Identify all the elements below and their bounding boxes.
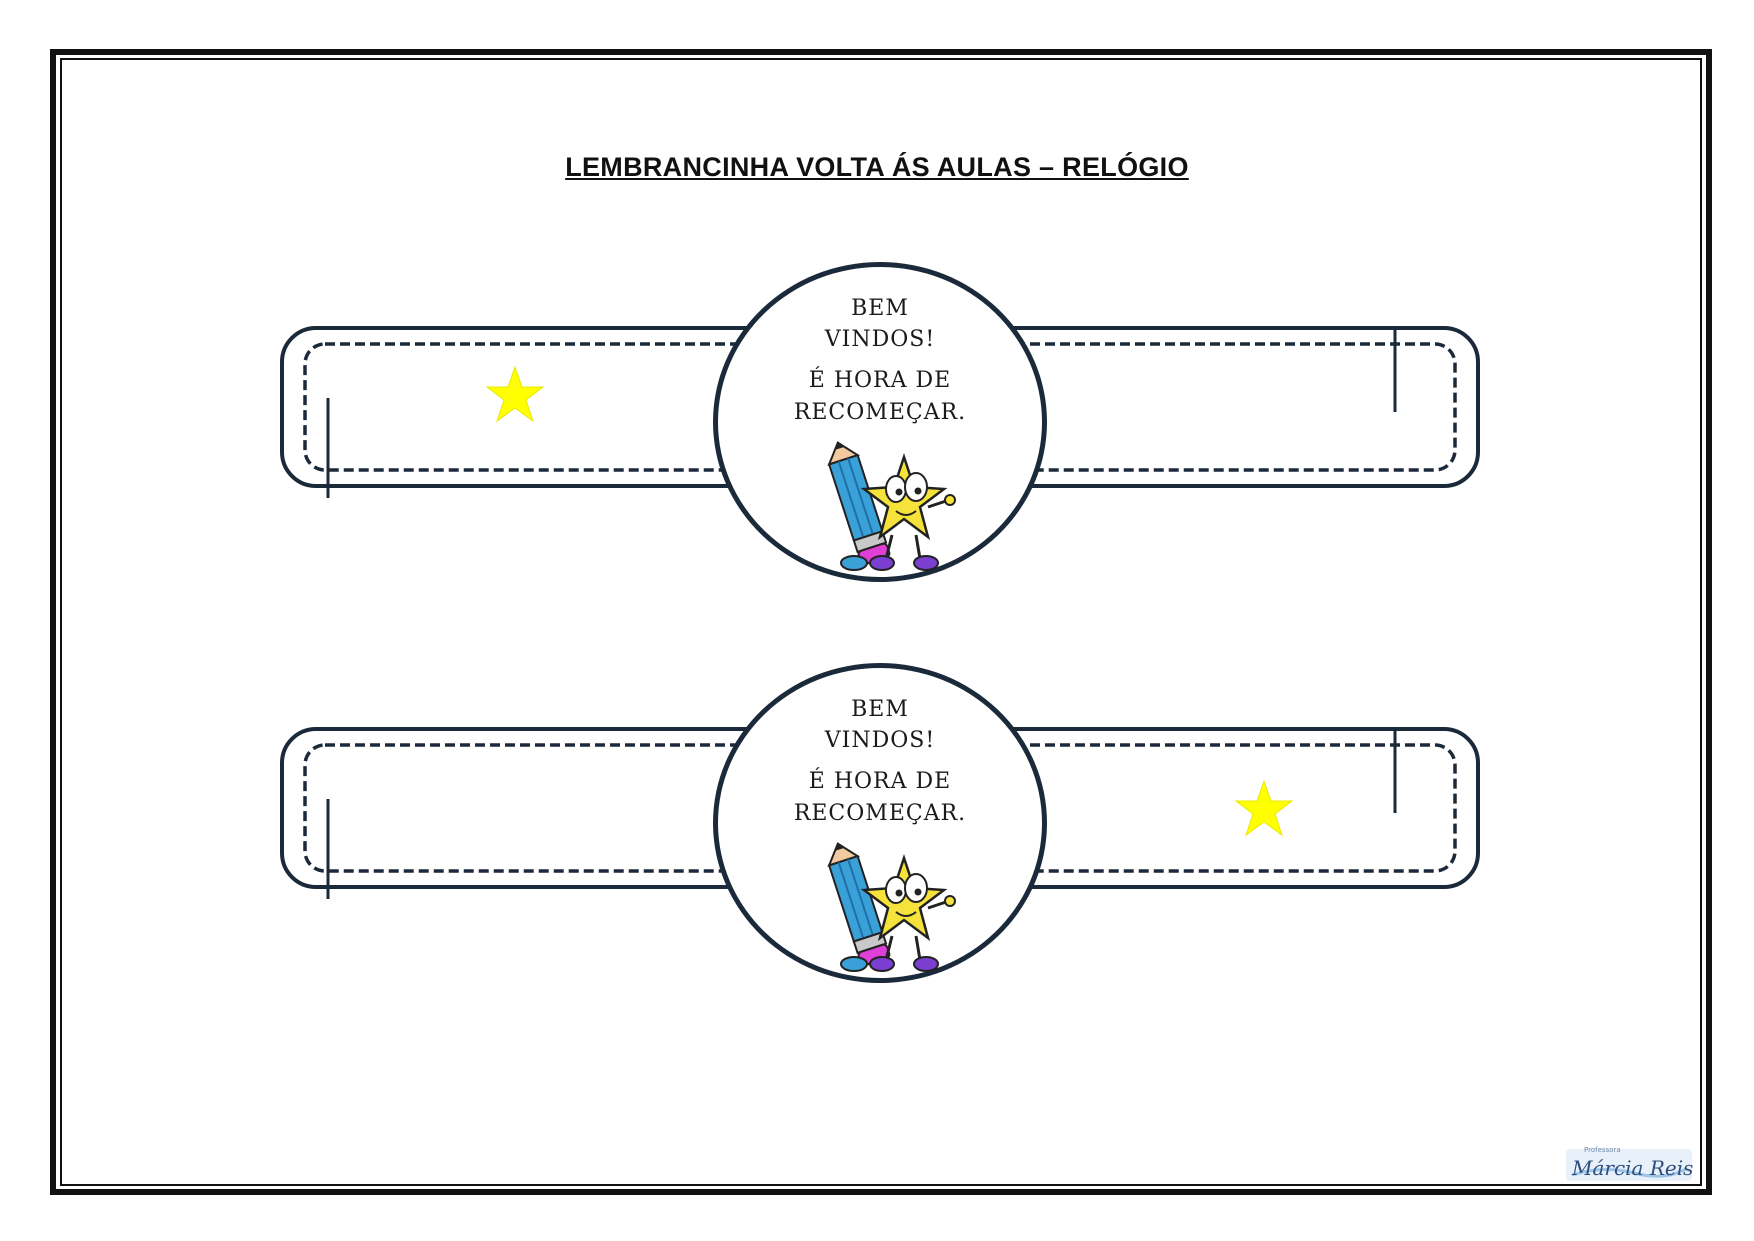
pencil-star-mascot-icon — [816, 439, 966, 579]
pencil-star-mascot-icon — [816, 840, 966, 980]
face-text-line-2: VINDOS! — [824, 327, 936, 352]
face-text-line-3: É HORA DE — [808, 769, 952, 794]
watch-face: BEM VINDOS! É HORA DE RECOMEÇAR. — [713, 663, 1047, 983]
face-text-line-1: BEM — [851, 296, 909, 321]
face-text-line-3: É HORA DE — [808, 368, 952, 393]
star-icon — [485, 365, 545, 425]
watch-bracelet-2: BEM VINDOS! É HORA DE RECOMEÇAR. — [270, 663, 1490, 983]
face-text-line-4: RECOMEÇAR. — [793, 801, 967, 826]
watch-face: BEM VINDOS! É HORA DE RECOMEÇAR. — [713, 262, 1047, 582]
page-border-outer — [50, 49, 1712, 1195]
logo-script-text: Márcia Reis — [1572, 1156, 1694, 1180]
author-logo: Professora Márcia Reis — [1564, 1145, 1694, 1185]
document-title: LEMBRANCINHA VOLTA ÁS AULAS – RELÓGIO — [565, 152, 1189, 182]
face-text-line-1: BEM — [851, 697, 909, 722]
face-text-line-4: RECOMEÇAR. — [793, 400, 967, 425]
logo-small-text: Professora — [1584, 1146, 1621, 1154]
page-border-inner — [60, 58, 1702, 1186]
face-text-line-2: VINDOS! — [824, 728, 936, 753]
star-icon — [1234, 779, 1294, 839]
watch-bracelet-1: BEM VINDOS! É HORA DE RECOMEÇAR. — [270, 262, 1490, 582]
